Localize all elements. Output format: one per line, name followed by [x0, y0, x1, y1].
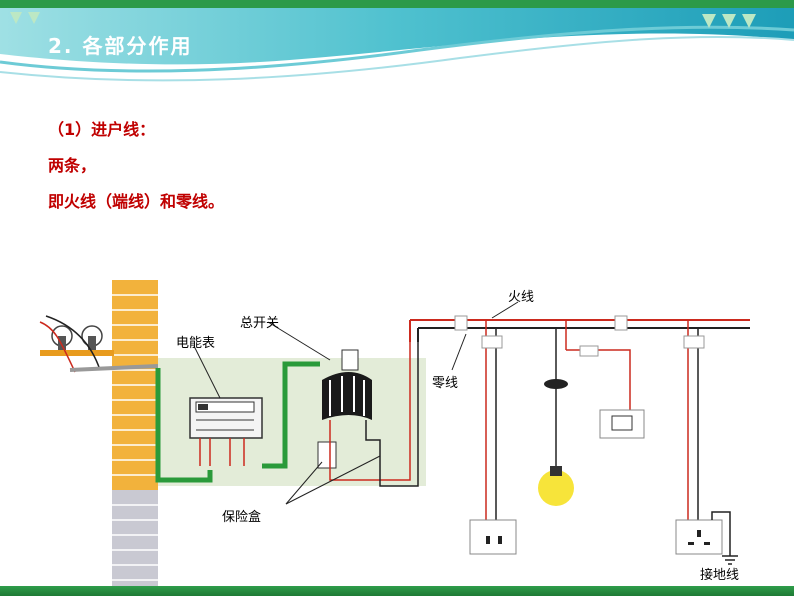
- household-wiring-diagram: 火线 总开关 电能表 零线 保险盒 接地线: [0, 280, 794, 590]
- neutral-wire-label: 零线: [432, 376, 459, 391]
- main-switch: [322, 349, 372, 420]
- section-title: 2. 各部分作用: [48, 34, 193, 58]
- socket-branch-right: [675, 320, 738, 565]
- entry-wire-description: 即火线（端线）和零线。: [48, 192, 225, 211]
- ground-wire-label: 接地线: [700, 568, 740, 583]
- power-lines: [409, 315, 750, 342]
- wiring-illustration: [39, 280, 750, 590]
- header-banner: 2. 各部分作用: [0, 0, 794, 92]
- footer-bar: [0, 586, 794, 596]
- main-switch-label: 总开关: [240, 316, 280, 331]
- fuse-box: [317, 441, 337, 469]
- brick-wall: [112, 280, 158, 590]
- electric-meter: [189, 397, 263, 466]
- insulator-bracket: [39, 315, 159, 373]
- meter-label: 电能表: [176, 336, 216, 351]
- socket-branch-left: [469, 320, 517, 555]
- header-wave-graphic: [0, 0, 794, 82]
- entry-wire-count: 两条，: [48, 156, 97, 175]
- lamp-branch: [538, 320, 645, 506]
- fire-wire-label: 火线: [508, 290, 535, 305]
- entry-wire-heading: （1）进户线：: [48, 120, 156, 139]
- fuse-box-label: 保险盒: [222, 510, 262, 525]
